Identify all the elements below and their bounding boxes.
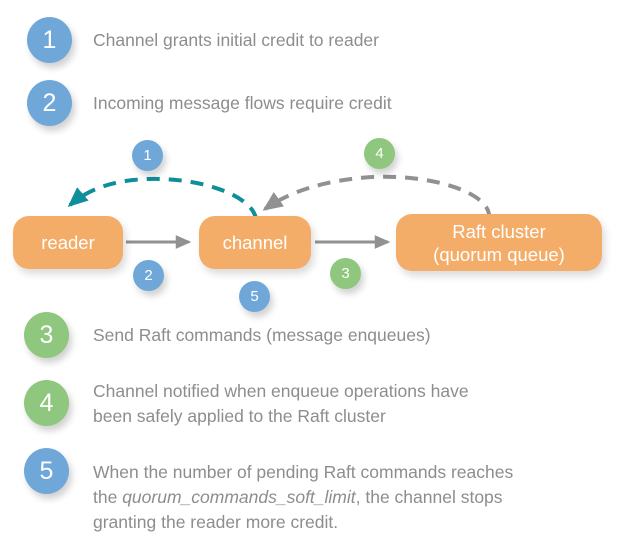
marker-5-soft-limit: 5 bbox=[239, 281, 270, 312]
legend-label-5: When the number of pending Raft commands… bbox=[93, 435, 618, 535]
legend-badge-1: 1 bbox=[27, 17, 72, 63]
legend-label-5-part-b: , the channel stops granting the reader … bbox=[93, 487, 503, 532]
marker-2-message-flow: 2 bbox=[133, 260, 164, 291]
marker-1-credit-grant: 1 bbox=[132, 140, 163, 171]
node-raft-cluster[interactable]: Raft cluster (quorum queue) bbox=[396, 214, 602, 271]
legend-badge-4: 4 bbox=[24, 380, 69, 426]
legend-label-1: Channel grants initial credit to reader bbox=[93, 30, 379, 50]
legend-label-5-config-name: quorum_commands_soft_limit bbox=[122, 487, 356, 507]
node-channel[interactable]: channel bbox=[199, 216, 311, 269]
edge-raft-to-channel bbox=[262, 174, 492, 220]
legend-label-5-part-a: When the number of pending Raft commands… bbox=[93, 462, 514, 507]
marker-3-raft-commands: 3 bbox=[330, 258, 361, 289]
node-reader[interactable]: reader bbox=[13, 216, 123, 269]
legend-badge-2: 2 bbox=[27, 80, 72, 126]
legend-label-2: Incoming message flows require credit bbox=[93, 93, 392, 113]
marker-4-raft-notify: 4 bbox=[364, 138, 395, 169]
edge-channel-to-reader bbox=[67, 176, 258, 220]
legend-label-4: Channel notified when enqueue operations… bbox=[93, 381, 469, 426]
legend-badge-3: 3 bbox=[24, 312, 69, 358]
legend-badge-5: 5 bbox=[24, 448, 69, 494]
legend-label-3: Send Raft commands (message enqueues) bbox=[93, 325, 431, 345]
